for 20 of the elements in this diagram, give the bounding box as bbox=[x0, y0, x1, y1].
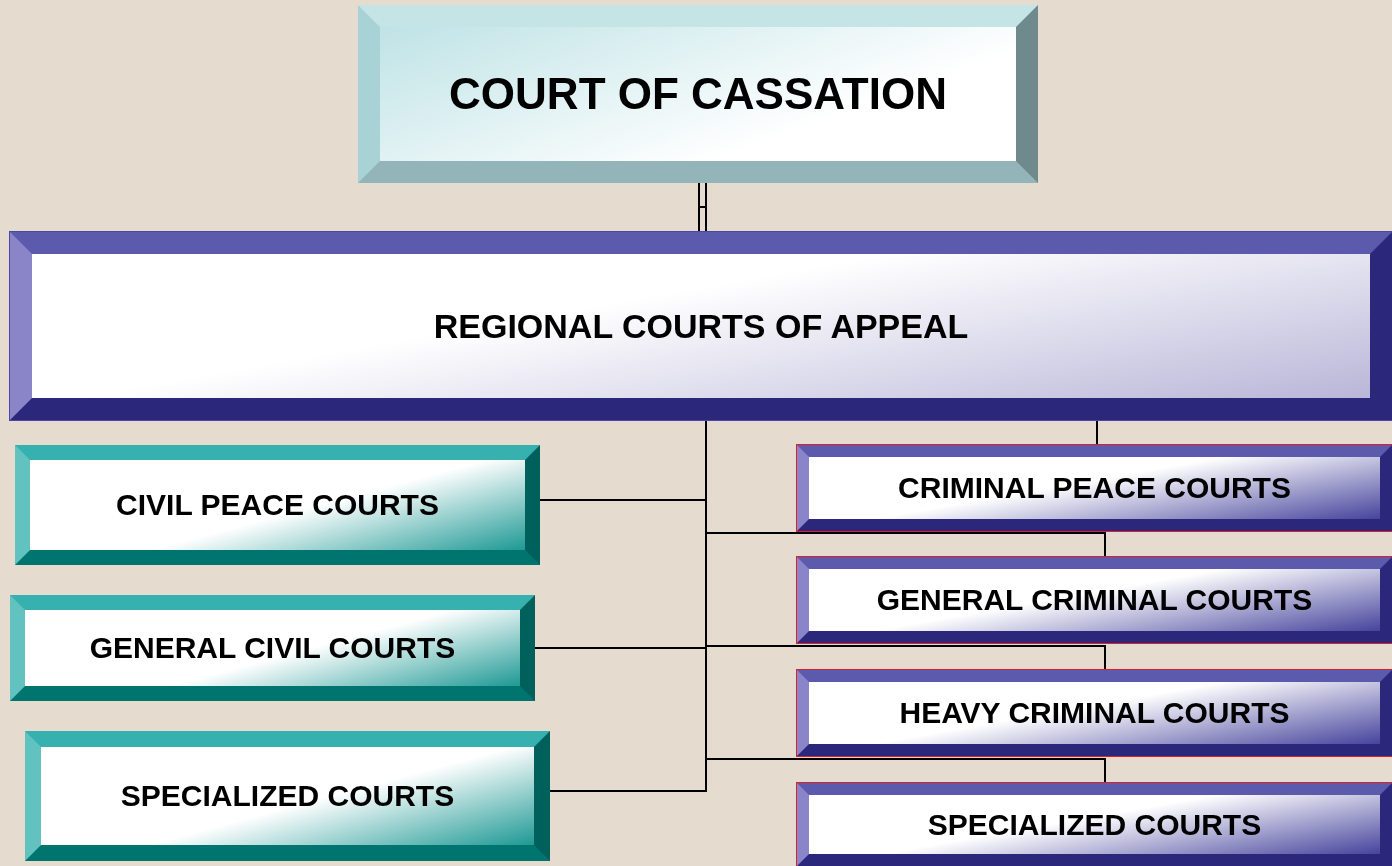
court-box bbox=[15, 445, 540, 565]
court-name: CRIMINAL PEACE COURTS bbox=[898, 471, 1291, 505]
court-box bbox=[10, 232, 1392, 420]
court-name: COURT OF CASSATION bbox=[449, 69, 947, 119]
connector-line bbox=[1096, 419, 1098, 446]
court-name: SPECIALIZED COURTS bbox=[927, 807, 1262, 842]
court-box bbox=[797, 445, 1392, 531]
court-name: GENERAL CRIMINAL COURTS bbox=[876, 583, 1313, 617]
court-name: REGIONAL COURTS OF APPEAL bbox=[433, 306, 969, 346]
court-name: CIVIL PEACE COURTS bbox=[116, 488, 439, 522]
court-box bbox=[358, 5, 1038, 183]
court-name: SPECIALIZED COURTS bbox=[120, 779, 455, 813]
court-box bbox=[797, 783, 1392, 866]
court-name: GENERAL CIVIL COURTS bbox=[89, 631, 456, 665]
court-box bbox=[25, 731, 550, 861]
connector-line bbox=[698, 182, 707, 233]
court-box bbox=[797, 670, 1392, 756]
court-box bbox=[797, 557, 1392, 643]
court-name: HEAVY CRIMINAL COURTS bbox=[899, 696, 1290, 730]
court-box bbox=[10, 595, 535, 701]
